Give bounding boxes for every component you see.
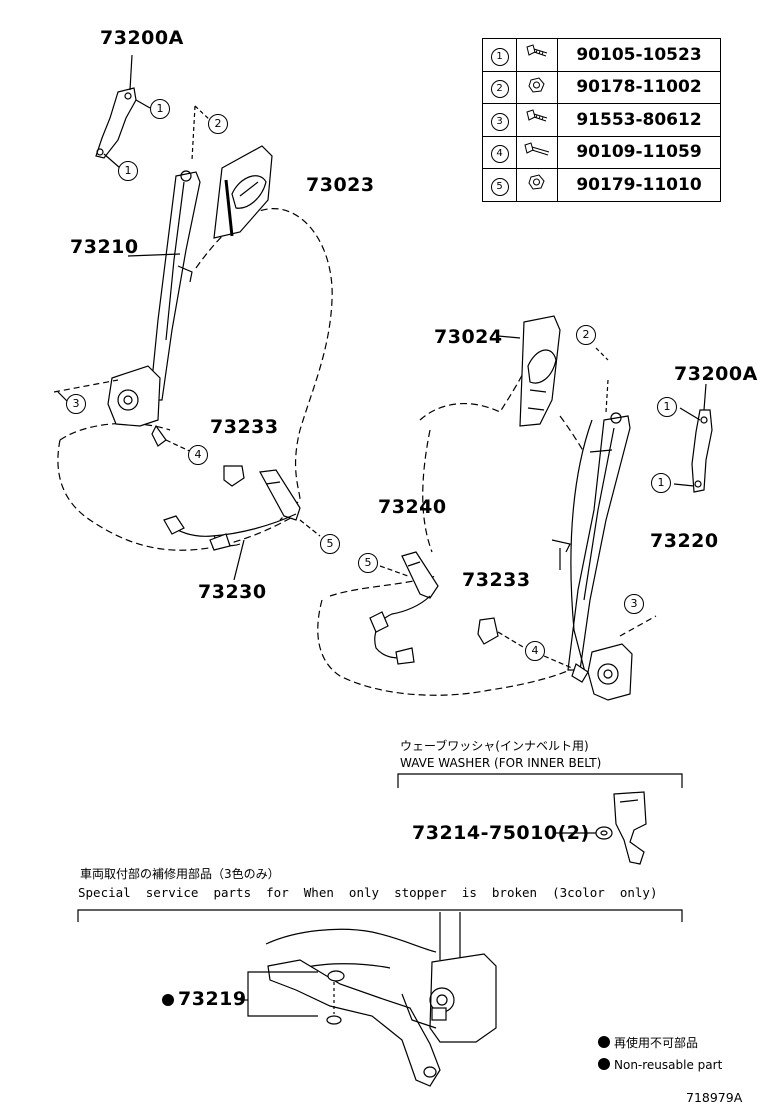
left-buckle-73230-shape — [259, 469, 301, 521]
label-73233-left: 73233 — [210, 416, 279, 438]
fastener-ref: 5 — [490, 177, 509, 196]
long-bolt-icon — [516, 135, 558, 169]
right-seat-back-outline — [419, 337, 585, 453]
fastener-row: 3 91553-80612 — [482, 103, 721, 137]
callout-4: 4 — [188, 445, 208, 465]
callout-3: 3 — [66, 394, 86, 414]
fastener-part-number: 90179-11010 — [557, 168, 721, 202]
left-seat-back-outline — [195, 208, 333, 521]
right-retractor-shape — [587, 643, 633, 701]
fastener-part-number: 91553-80612 — [557, 103, 721, 137]
fastener-row: 2 90178-11002 — [482, 70, 721, 104]
callout-2: 2 — [208, 114, 228, 134]
label-73219: 73219 — [162, 990, 247, 1009]
fastener-ref: 4 — [490, 145, 509, 164]
callout-5: 5 — [358, 553, 378, 573]
stopper-bracket — [247, 971, 318, 1017]
label-73220: 73220 — [650, 530, 719, 552]
fastener-part-number: 90109-11059 — [557, 135, 721, 169]
fastener-ref: 2 — [490, 80, 509, 99]
legend-en: Non-reusable part — [598, 1058, 722, 1071]
left-retractor-shape — [107, 365, 161, 427]
pillar-garnish-73024-shape — [519, 315, 561, 427]
label-73214-75010: 73214-75010(2) — [412, 822, 590, 844]
fastener-table: 1 90105-10523 2 90178-11002 3 91553-80612 4 901… — [482, 38, 721, 202]
pillar-garnish-73023-shape — [213, 145, 273, 239]
non-reusable-dot-icon — [162, 994, 174, 1006]
label-73233-right: 73233 — [462, 569, 531, 591]
stopper-belt-tongue — [267, 959, 441, 1087]
callout-1: 1 — [118, 161, 138, 181]
label-73024: 73024 — [434, 326, 503, 348]
right-belt-73220-webbing — [567, 415, 631, 671]
label-73200a-right: 73200A — [674, 363, 758, 385]
label-73240: 73240 — [378, 496, 447, 518]
special-parts-note-jp: 車両取付部の補修用部品（3色のみ） — [80, 867, 280, 881]
bolt-icon — [516, 38, 558, 72]
label-73210: 73210 — [70, 236, 139, 258]
non-reusable-dot-icon — [598, 1036, 610, 1048]
non-reusable-dot-icon — [598, 1058, 610, 1070]
label-73200a-left: 73200A — [100, 27, 184, 49]
nut-icon — [516, 70, 558, 104]
fastener-row: 5 90179-11010 — [482, 168, 721, 202]
callout-5: 5 — [320, 534, 340, 554]
callout-4: 4 — [525, 641, 545, 661]
legend-jp: 再使用不可部品 — [598, 1036, 698, 1049]
left-seat-cushion-outline — [57, 422, 297, 551]
bolt-icon — [516, 103, 558, 137]
illustration-id: 718979A — [686, 1090, 743, 1105]
pillar-garnish-73023-detail — [231, 175, 267, 209]
nut-icon — [516, 168, 558, 202]
left-adjuster-73200a-shape — [95, 87, 137, 159]
left-buckle-wire — [167, 513, 297, 547]
callout-1: 1 — [657, 397, 677, 417]
fastener-part-number: 90178-11002 — [557, 70, 721, 104]
right-seat-cushion-outline — [317, 575, 571, 696]
fastener-row: 4 90109-11059 — [482, 135, 721, 169]
stopper-retractor-shape — [429, 953, 497, 1043]
fastener-ref: 1 — [490, 47, 509, 66]
right-stopper-73233-shape — [477, 617, 499, 645]
left-belt-73210-webbing — [149, 171, 201, 401]
special-parts-bracket — [77, 909, 683, 922]
wave-washer-note-en: WAVE WASHER (FOR INNER BELT) — [400, 756, 602, 770]
stopper-belt-upper — [265, 928, 437, 953]
right-adjuster-73200a-shape — [691, 409, 713, 493]
callout-1: 1 — [651, 473, 671, 493]
wave-washer-note-jp: ウェーブワッシャ(インナベルト用) — [400, 739, 589, 753]
special-parts-note-en: Special service parts for When only stop… — [78, 885, 658, 900]
label-73230: 73230 — [198, 581, 267, 603]
inner-belt-buckle-shape — [613, 791, 647, 865]
callout-2: 2 — [576, 325, 596, 345]
callout-3: 3 — [624, 594, 644, 614]
left-stopper-73233-shape — [223, 465, 245, 487]
fastener-part-number: 90105-10523 — [557, 38, 721, 72]
right-buckle-73240-shape — [401, 551, 439, 599]
callout-1: 1 — [150, 99, 170, 119]
label-73023: 73023 — [306, 174, 375, 196]
fastener-row: 1 90105-10523 — [482, 38, 721, 72]
wave-washer-bracket — [397, 773, 683, 788]
fastener-ref: 3 — [490, 112, 509, 131]
